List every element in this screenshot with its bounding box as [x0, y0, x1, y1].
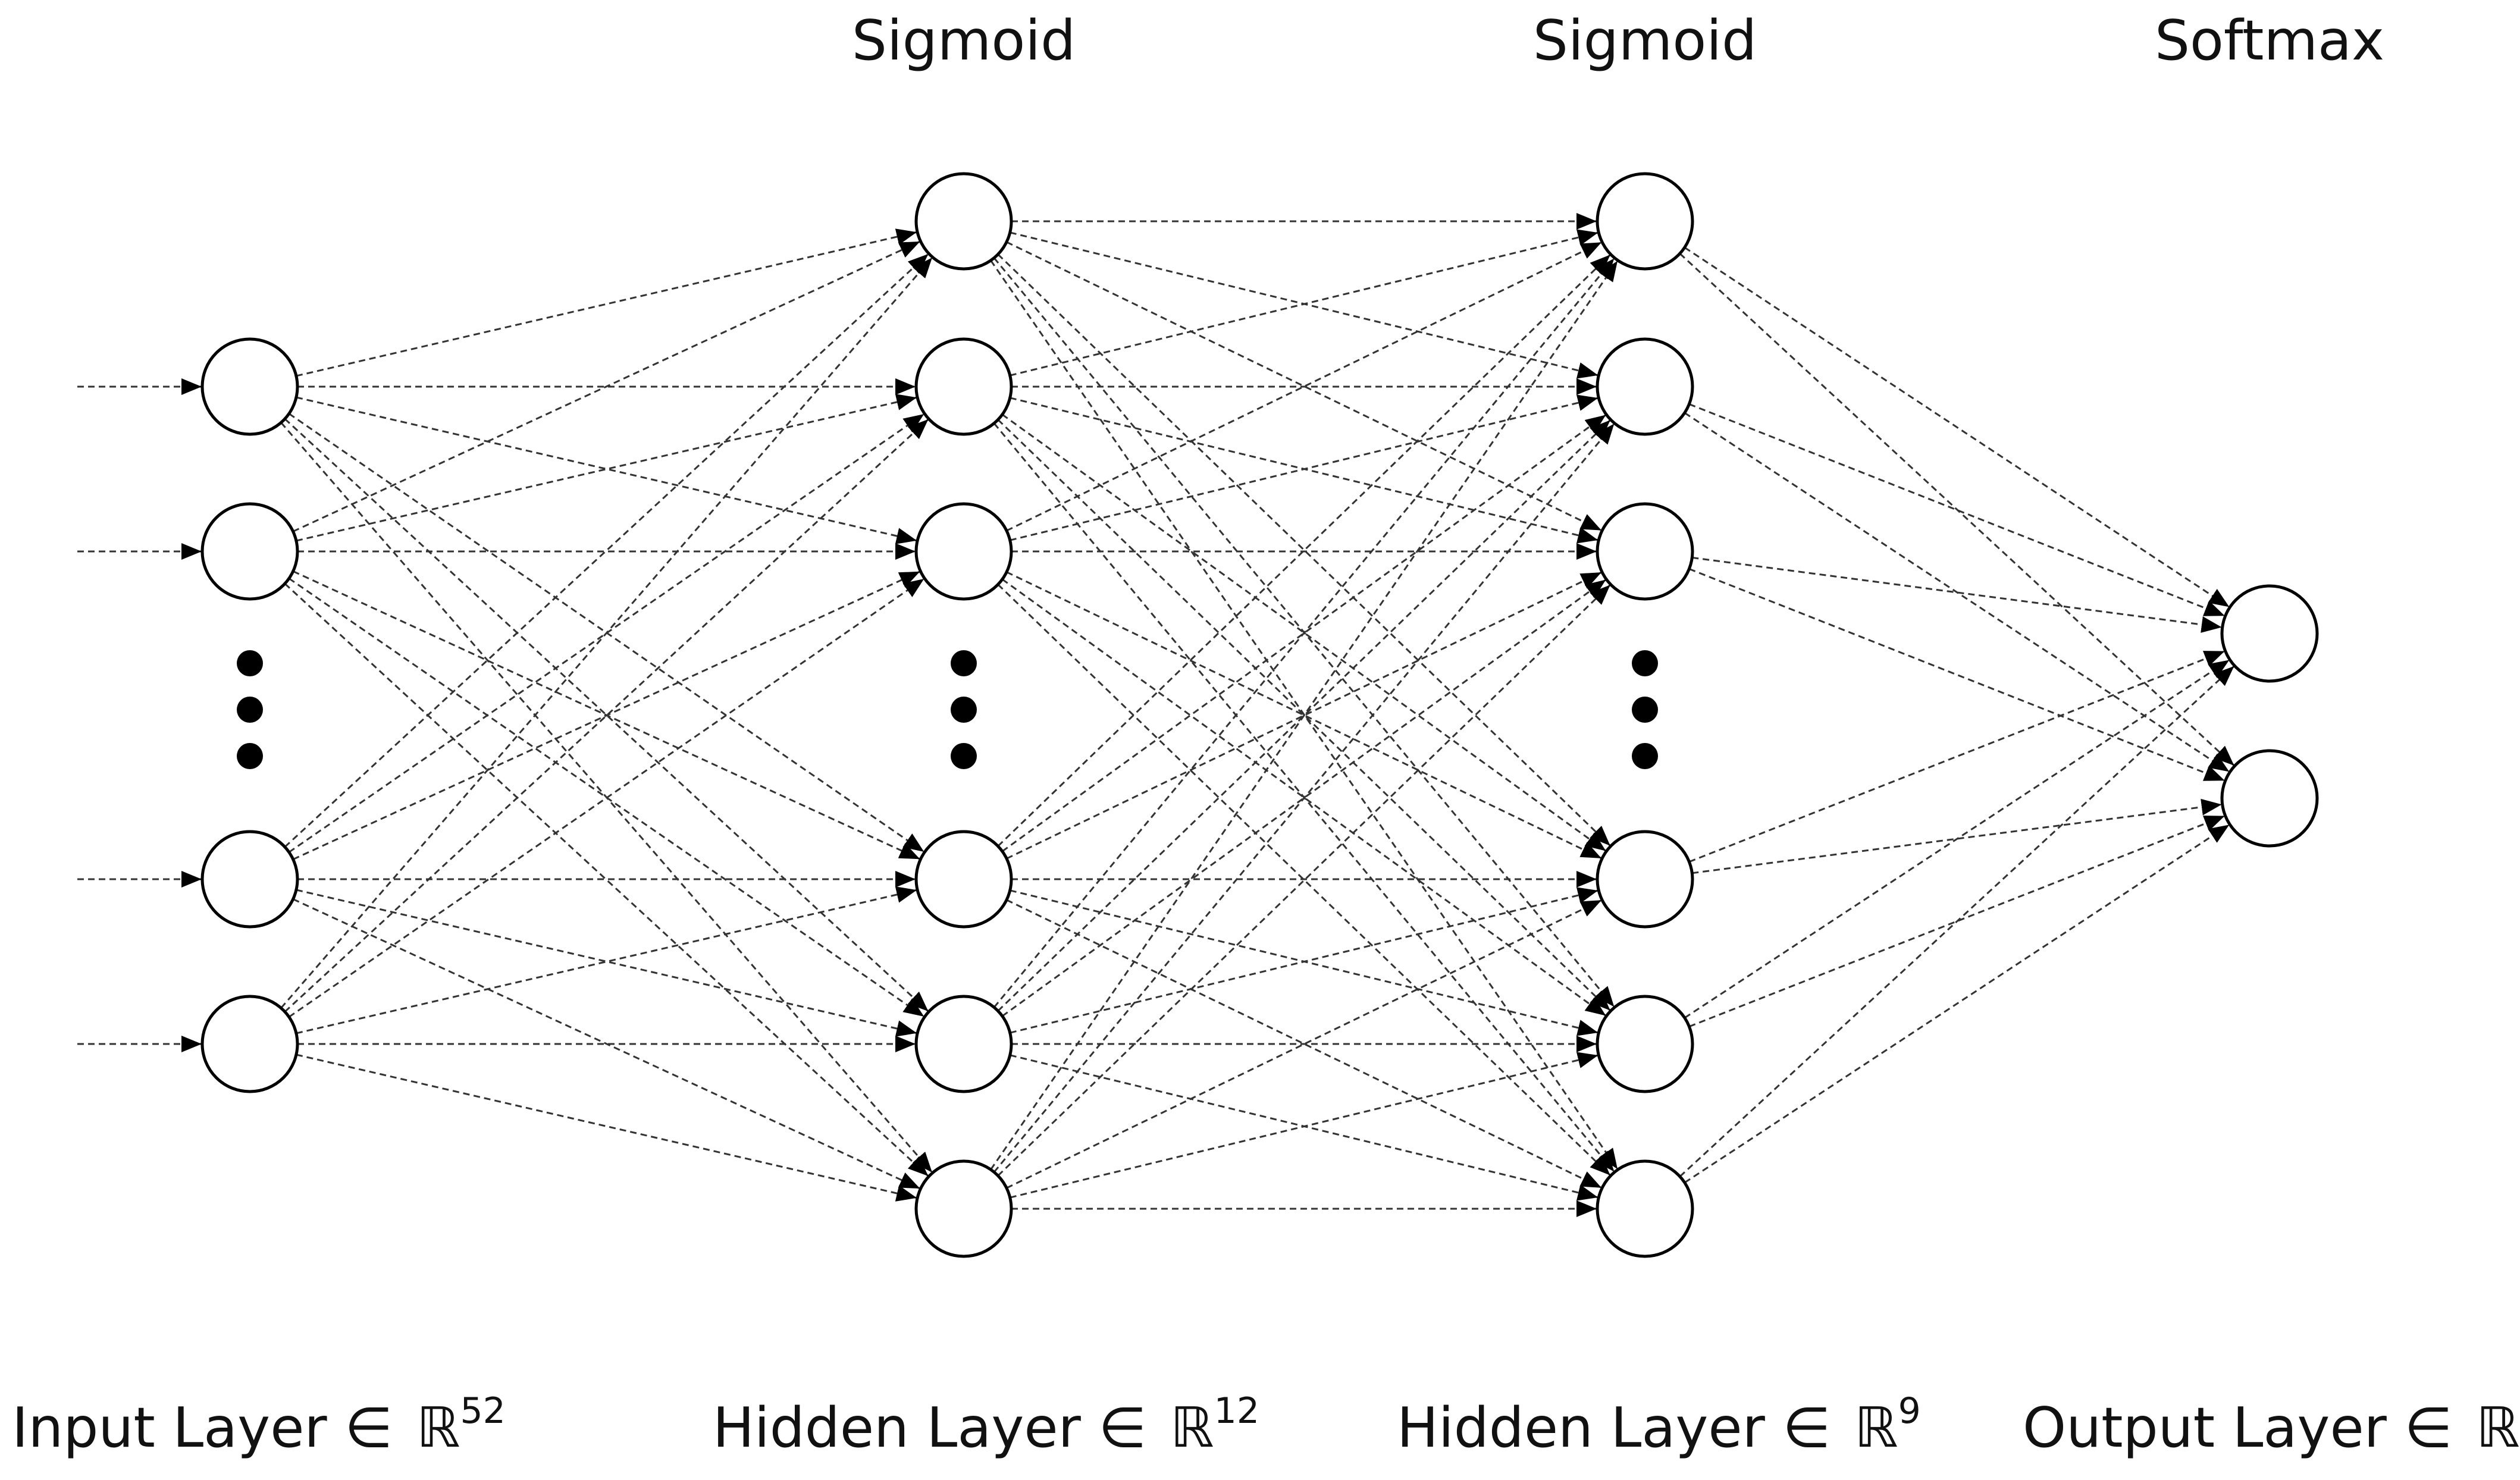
- ellipsis-dot: [1632, 697, 1658, 723]
- hidden-1-neuron: [914, 502, 1013, 601]
- connection-edge: [293, 570, 920, 860]
- connection-edge: [997, 419, 1611, 1012]
- connection-edge: [1001, 579, 1606, 1017]
- connection-edge: [292, 241, 920, 532]
- hidden-2-neuron: [1596, 830, 1694, 929]
- activation-label-hidden-1: Sigmoid: [852, 8, 1076, 73]
- connection-edge: [284, 253, 929, 848]
- ellipsis-dot: [951, 743, 977, 769]
- connection-edge: [1684, 659, 2230, 1019]
- connection-edge: [1010, 394, 1598, 541]
- connection-edge: [1006, 899, 1602, 1189]
- connection-edge: [1684, 824, 2230, 1184]
- ellipsis-dot: [951, 697, 977, 723]
- layer-label-input: Input Layer ∈ ℝ52: [12, 1390, 506, 1460]
- hidden-2-neuron: [1596, 502, 1694, 601]
- ellipsis-dot: [1632, 743, 1658, 769]
- hidden-2-neuron: [1596, 337, 1694, 436]
- connection-edge: [296, 228, 917, 377]
- hidden-layer-1-ellipsis: [951, 650, 977, 769]
- hidden-1-neuron: [914, 337, 1013, 436]
- connection-edge: [296, 394, 917, 542]
- ellipsis-dot: [237, 650, 263, 676]
- connection-edge: [1006, 572, 1602, 860]
- connection-edge: [997, 254, 1611, 847]
- ellipsis-dot: [951, 650, 977, 676]
- ellipsis-dot: [237, 697, 263, 723]
- connection-edge: [997, 253, 1611, 846]
- hidden-1-neuron: [914, 172, 1013, 271]
- connection-edge: [993, 258, 1615, 1008]
- connection-edge: [990, 261, 1618, 1170]
- connection-edge: [993, 424, 1615, 1173]
- connection-edge: [296, 396, 917, 544]
- connection-edge: [296, 1053, 917, 1202]
- connection-edge: [1679, 666, 2234, 1177]
- input-layer-ellipsis: [237, 650, 263, 769]
- connection-edge: [284, 419, 929, 1012]
- ellipsis-dot: [1632, 650, 1658, 676]
- connection-edge: [280, 257, 933, 1009]
- hidden-2-neuron: [1596, 172, 1694, 271]
- layer-label-hidden-1: Hidden Layer ∈ ℝ12: [713, 1390, 1259, 1460]
- layer-label-output: Output Layer ∈ ℝ2: [2023, 1390, 2520, 1460]
- hidden-2-neuron: [1596, 995, 1694, 1093]
- hidden-1-neuron: [914, 830, 1013, 929]
- output-neuron: [2220, 749, 2319, 848]
- connection-edge: [1006, 241, 1602, 531]
- connection-edge: [1006, 242, 1602, 532]
- input-neuron: [200, 830, 299, 929]
- connection-edge: [1006, 571, 1602, 859]
- connection-edge: [1010, 887, 1598, 1034]
- connection-edge: [1010, 1052, 1598, 1199]
- connection-edge: [1010, 229, 1598, 377]
- input-neuron: [200, 995, 299, 1093]
- connection-edge: [1684, 246, 2230, 608]
- connection-edge: [296, 886, 917, 1034]
- connection-edge: [284, 583, 929, 1177]
- ellipsis-dot: [237, 743, 263, 769]
- hidden-layer-2-ellipsis: [1632, 650, 1658, 769]
- connection-edge: [1688, 568, 2225, 782]
- hidden-1-neuron: [914, 995, 1013, 1093]
- neuron-nodes: [200, 172, 2319, 1258]
- connection-edge: [1684, 412, 2230, 773]
- connection-edge: [296, 889, 917, 1037]
- connection-edge: [1001, 578, 1606, 1017]
- connection-edge: [1001, 413, 1606, 852]
- connection-edge: [1006, 899, 1602, 1189]
- input-neuron: [200, 337, 299, 436]
- connection-edge: [1679, 253, 2234, 766]
- input-neuron: [200, 502, 299, 601]
- connection-edge: [1692, 798, 2222, 874]
- layer-label-hidden-2: Hidden Layer ∈ ℝ9: [1397, 1390, 1921, 1460]
- hidden-1-neuron: [914, 1159, 1013, 1258]
- connection-edge: [293, 898, 920, 1189]
- connection-edge: [997, 584, 1611, 1176]
- connection-edge: [997, 584, 1611, 1177]
- connection-edge: [1001, 414, 1606, 852]
- connection-edge: [1692, 556, 2222, 633]
- output-neuron: [2220, 584, 2319, 683]
- hidden-2-neuron: [1596, 1159, 1694, 1258]
- connection-edge: [997, 419, 1611, 1011]
- connection-edges: [77, 213, 2234, 1217]
- activation-label-hidden-2: Sigmoid: [1533, 8, 1757, 73]
- activation-label-output: Softmax: [2155, 8, 2384, 73]
